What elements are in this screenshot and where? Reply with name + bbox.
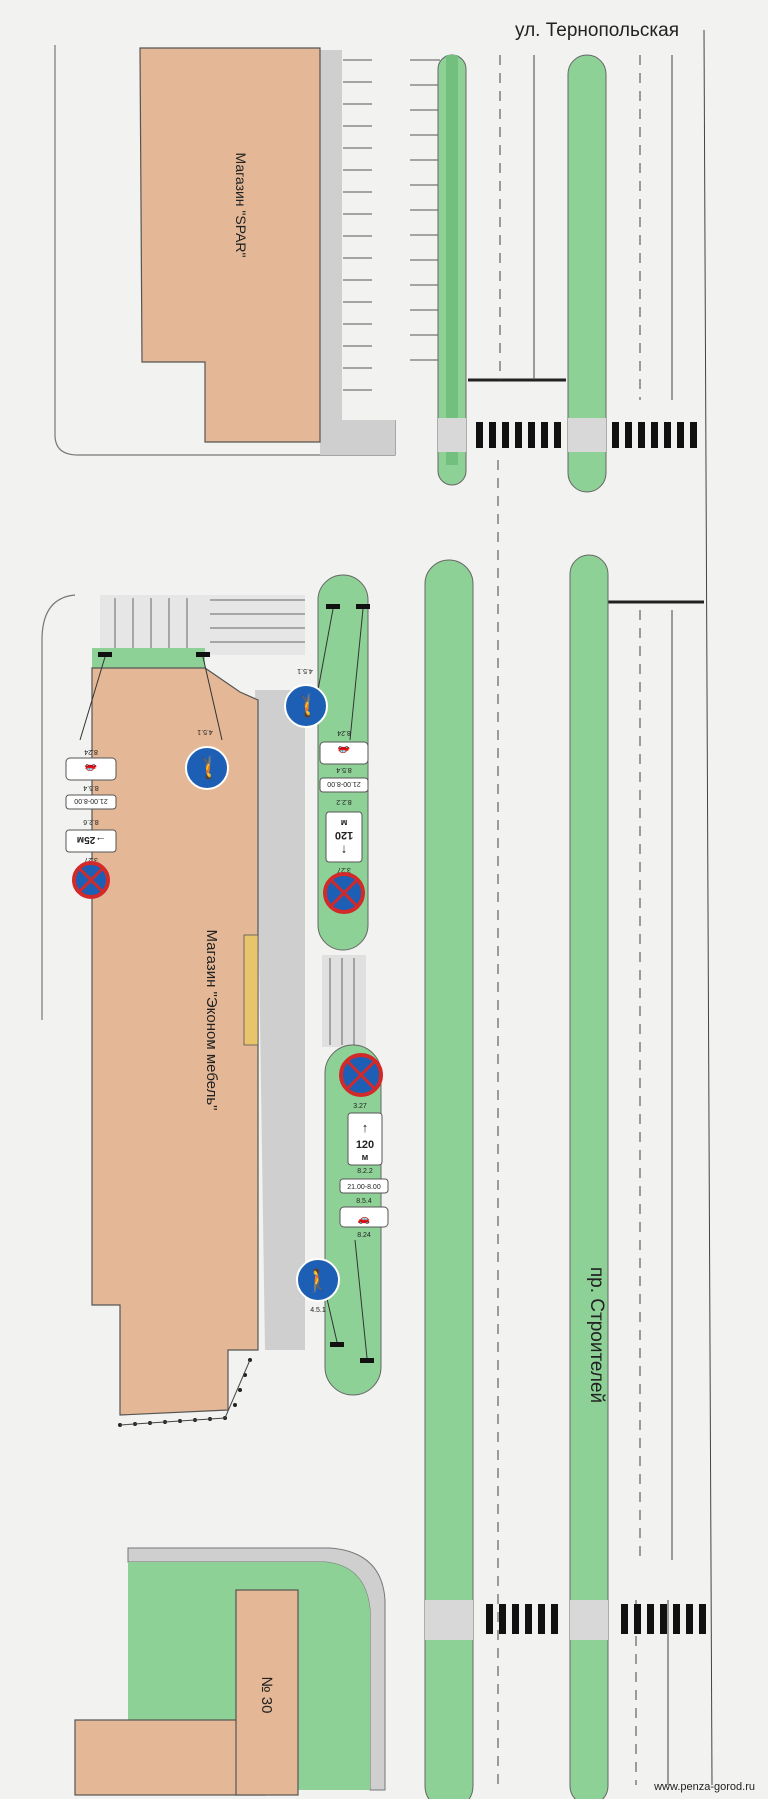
building-label-ekonom-mebel: Магазин "Эконом мебель" (203, 930, 220, 1111)
svg-text:🚗: 🚗 (338, 745, 350, 756)
distance-unit-upper: м (340, 818, 347, 828)
crosswalk-gap-upper-right (568, 418, 606, 452)
crosswalk-gap-upper-left (438, 418, 466, 452)
sign-pointer-lines (79, 608, 368, 1359)
no-stopping-sign-lower (339, 1053, 383, 1097)
spar-lot-outline (54, 45, 396, 456)
ekonom-mebel-building (91, 667, 259, 1416)
crosswalk-upper (476, 422, 697, 448)
crosswalk-lower (486, 1604, 706, 1634)
sign-code-pedestrian-mid: 4.5.1 (197, 728, 213, 735)
parking-marks-mid (114, 598, 305, 650)
svg-text:↑: ↑ (362, 1120, 369, 1135)
sign-code-tow-lower: 8.24 (357, 1232, 371, 1239)
distance-plate-25: 25м (77, 834, 96, 845)
svg-text:🚶: 🚶 (304, 1268, 331, 1293)
ekonom-mebel-entrance (243, 934, 259, 1046)
sign-code-no-stopping-lower: 3.27 (353, 1103, 367, 1110)
distance-plate-120-lower: 120 (356, 1139, 374, 1151)
sign-code-time-lower: 8.5.4 (356, 1198, 372, 1205)
sign-code-pedestrian-island: 4.5.1 (297, 667, 313, 674)
house-30-wing (74, 1719, 266, 1796)
street-label-ternopolskaya: ул. Тернопольская (515, 20, 679, 41)
sign-code-no-stopping-left: 3.27 (84, 856, 98, 863)
sign-code-direction-upper: 8.2.2 (336, 798, 352, 805)
lot-outline-left (41, 594, 76, 1020)
building-label-spar: Магазин "SPAR" (233, 153, 249, 258)
sign-group-island-lower: 3.27 ↑ 120 м 8.2.2 21.00-8.00 8.5.4 🚗 8.… (339, 1053, 389, 1239)
fence-line (119, 1359, 251, 1426)
pedestrian-sign-island-upper: 🚶 (284, 684, 328, 728)
sign-code-time-upper: 8.5.4 (336, 766, 352, 773)
svg-text:🚗: 🚗 (85, 763, 97, 774)
median-upper-left-inner (446, 55, 458, 465)
svg-text:↑: ↑ (341, 843, 348, 858)
sign-code-no-stopping-upper: 3.27 (337, 866, 351, 873)
street-label-stroiteley: пр. Строителей (586, 1267, 607, 1403)
sidewalk-mid (255, 690, 305, 1350)
crosswalk-gap-lower-right (570, 1600, 608, 1640)
no-stopping-sign-upper (323, 872, 365, 914)
watermark: www.penza-gorod.ru (653, 1781, 755, 1793)
spar-sidewalk (320, 50, 395, 455)
spar-building (139, 47, 321, 443)
sign-group-island-upper: 8.24 🚗 8.5.4 21.00-8.00 8.2.2 120 м ↑ 3.… (319, 729, 369, 914)
svg-text:→: → (95, 834, 106, 846)
time-plate-lower: 21.00-8.00 (347, 1184, 381, 1191)
island-gap (322, 955, 366, 1047)
svg-text:🚗: 🚗 (358, 1214, 370, 1225)
median-lower-left (424, 559, 474, 1799)
distance-plate-120-upper: 120 (335, 829, 353, 841)
parking-area-mid (100, 595, 305, 655)
distance-unit-lower: м (362, 1152, 369, 1162)
house-30-building (235, 1589, 299, 1796)
crosswalk-gap-lower-left (425, 1600, 473, 1640)
island-gap-lines (329, 958, 355, 1045)
no-stopping-sign-left (72, 861, 110, 899)
median-upper-right (567, 54, 607, 493)
pedestrian-sign-island-lower: 🚶 (296, 1258, 340, 1302)
sign-code-pedestrian-lower: 4.5.1 (310, 1307, 326, 1314)
sign-posts (98, 604, 374, 1363)
time-plate-left: 21.00-8.00 (74, 797, 108, 804)
building-label-house-30: № 30 (258, 1677, 275, 1714)
pedestrian-sign-mid: 🚶 (185, 746, 229, 790)
sign-code-tow-left: 8.24 (84, 748, 98, 755)
time-plate-upper: 21.00-8.00 (327, 780, 361, 787)
sign-code-direction-lower: 8.2.2 (357, 1168, 373, 1175)
sign-code-time-left: 8.5.4 (83, 784, 99, 791)
lane-lines (497, 29, 713, 1786)
spar-parking-marks (343, 59, 372, 391)
median-lower-right (569, 554, 609, 1799)
sign-code-direction-25: 8.2.6 (83, 818, 99, 825)
svg-text:🚶: 🚶 (193, 755, 220, 780)
sign-group-left: 🚗 8.24 21.00-8.00 8.5.4 25м → 8.2.6 3.27 (65, 748, 117, 899)
sign-code-tow-upper: 8.24 (337, 729, 351, 736)
road-parking-marks-top (410, 59, 440, 361)
svg-text:🚶: 🚶 (292, 693, 319, 718)
